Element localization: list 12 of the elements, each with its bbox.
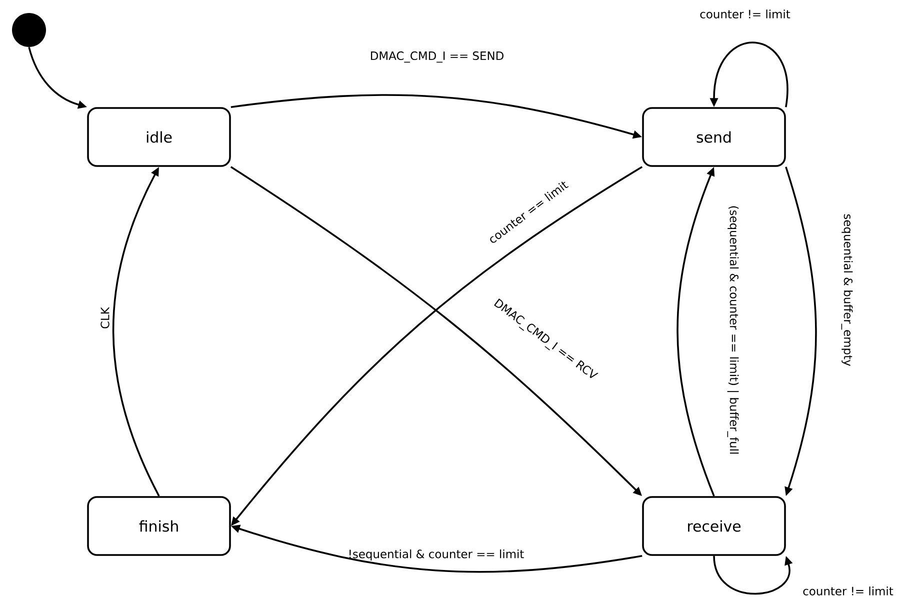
edge-label: counter != limit: [700, 10, 790, 18]
initial-state-dot: [12, 13, 46, 47]
edge-label: CLK: [100, 306, 110, 328]
state-box: receive: [642, 496, 786, 556]
edge-label: counter != limit: [803, 586, 894, 596]
edge-label: (sequential & counter == limit) | buffer_full: [727, 206, 739, 454]
state-box: idle: [87, 107, 231, 167]
edge-label: sequential & buffer_empty: [841, 214, 853, 366]
edge-label: DMAC_CMD_I == SEND: [371, 51, 504, 63]
state-box: send: [642, 107, 786, 167]
edge-label: !sequential & counter == limit: [350, 549, 524, 561]
state-box: finish: [87, 496, 231, 556]
